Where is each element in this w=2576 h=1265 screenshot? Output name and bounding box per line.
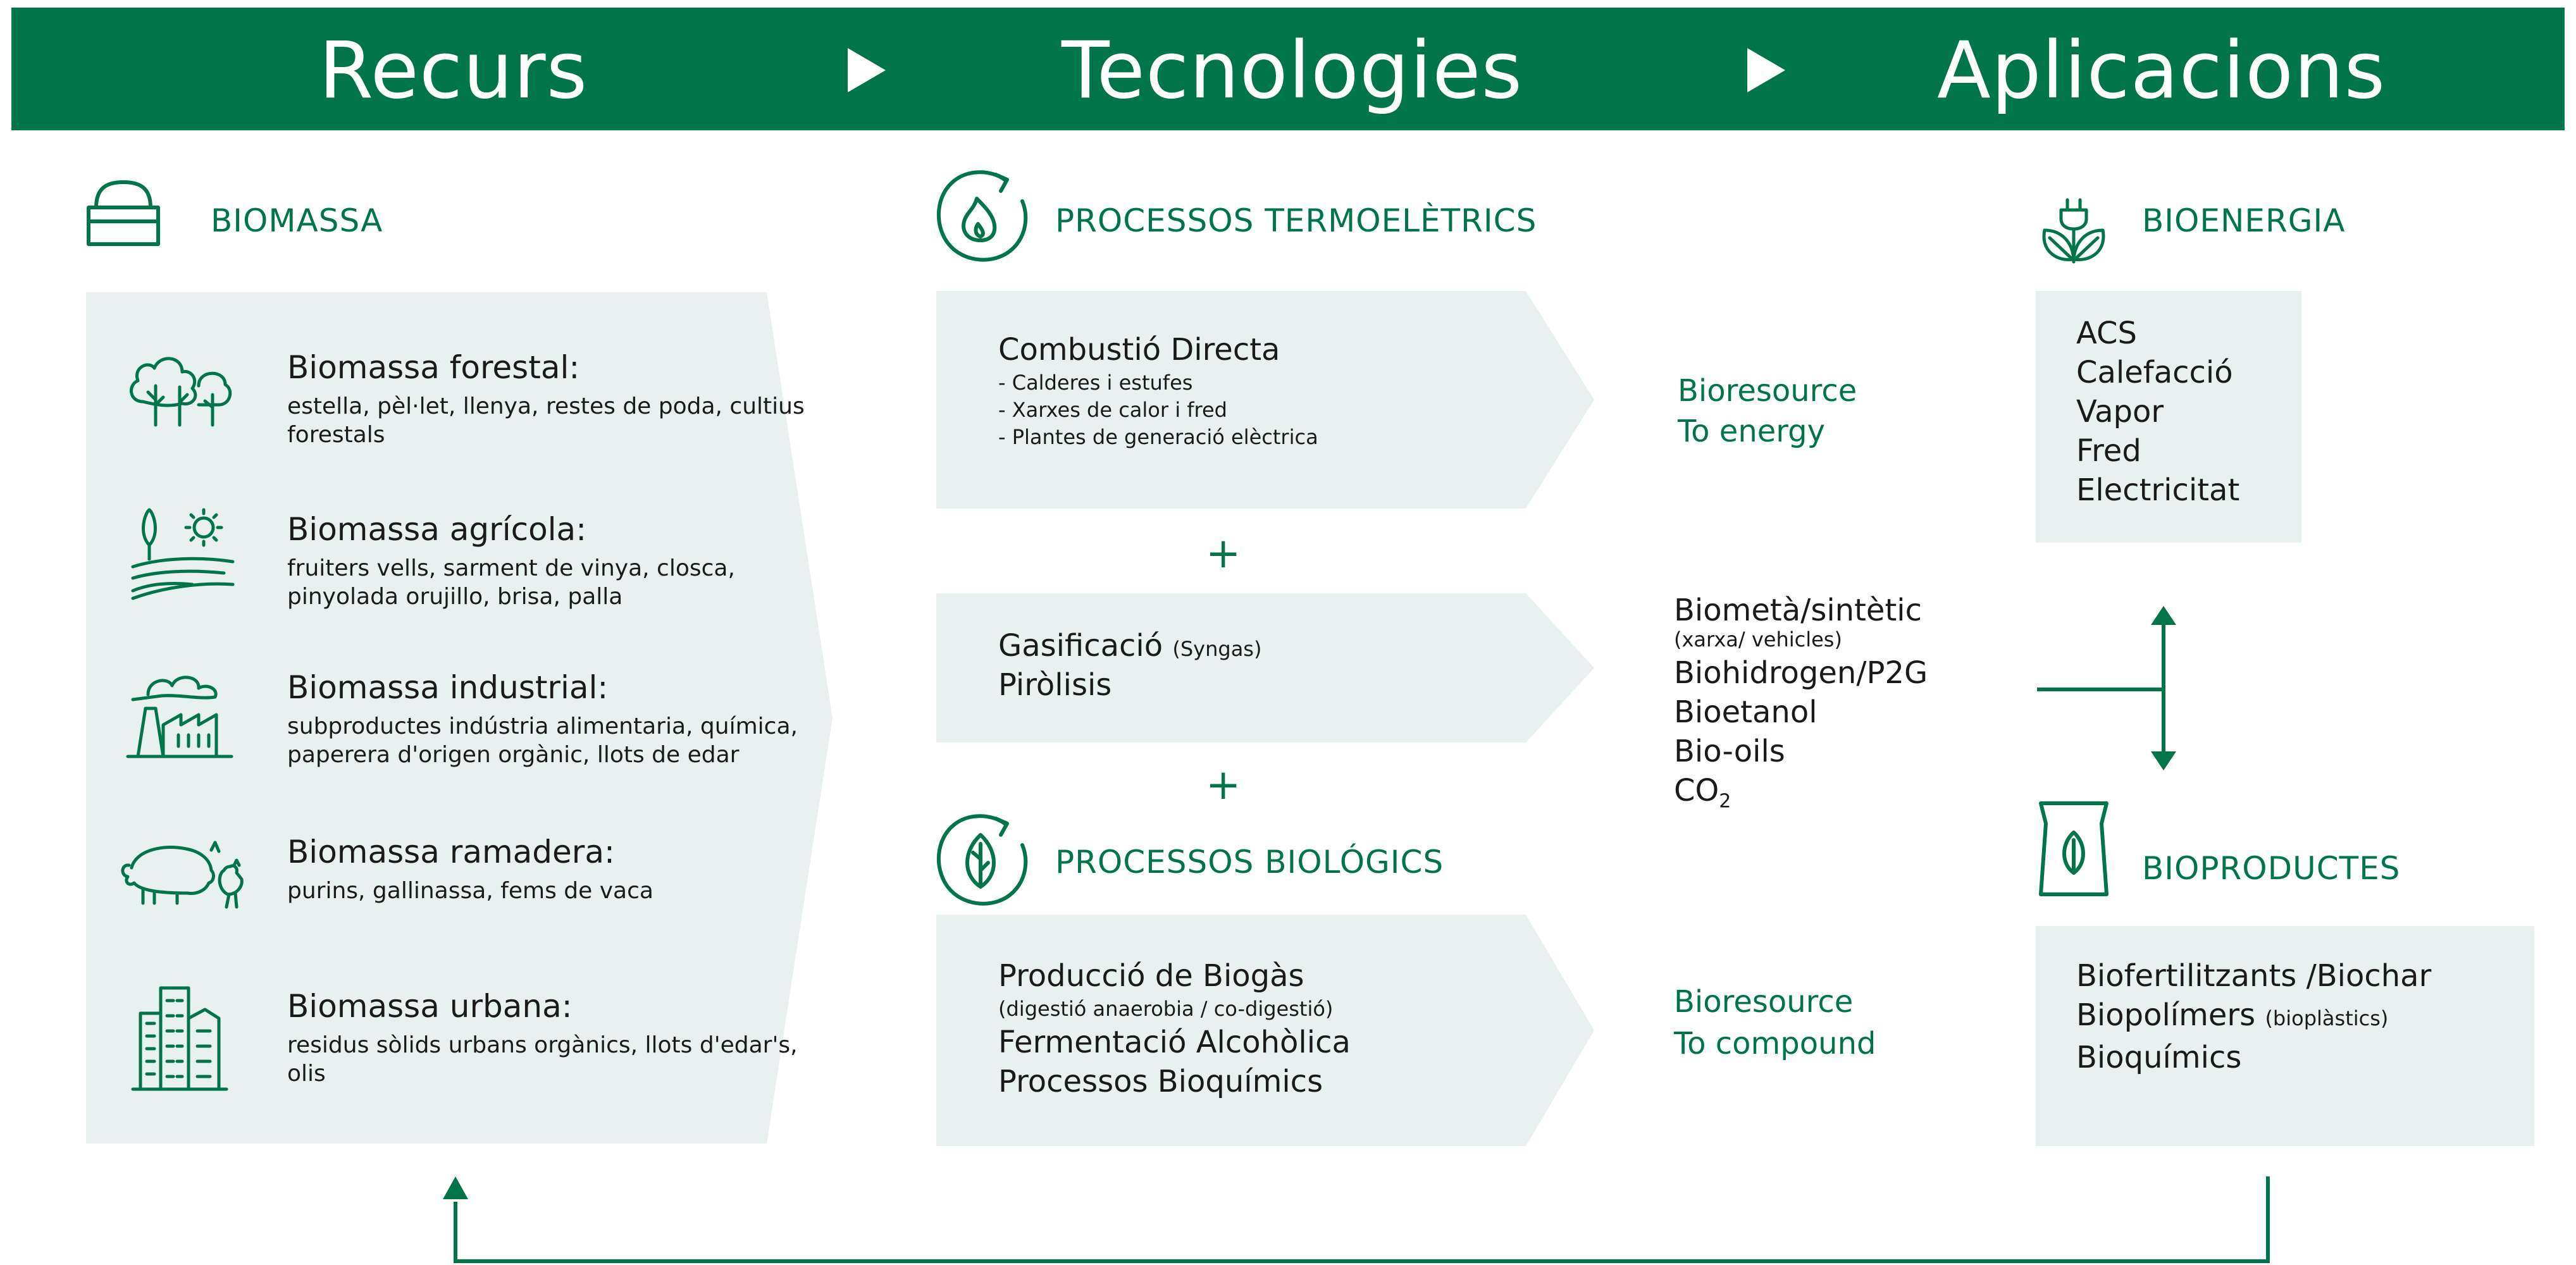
- bioproducts-item: Biopolímers (bioplàstics): [2076, 997, 2389, 1033]
- header-bar: Recurs Tecnologies Aplicacions: [11, 8, 2565, 130]
- output-gases: Biometà/sintètic (xarxa/ vehicles) Biohi…: [1674, 591, 1928, 822]
- bioproducts-list: Biofertilitzants /Biochar Biopolímers (b…: [2076, 956, 2431, 1077]
- bioenergy-item: Fred: [2076, 433, 2141, 469]
- bioenergy-list: ACS Calefacció Vapor Fred Electricitat: [2076, 314, 2239, 510]
- gasification-panel: [936, 593, 1594, 743]
- header-title-tecnologies: Tecnologies: [1062, 25, 1523, 116]
- forest-icon: [130, 357, 232, 427]
- output-biomethane: Biometà/sintètic: [1674, 593, 1922, 628]
- bioenergy-item: Electricitat: [2076, 472, 2240, 508]
- output-biohydrogen: Biohidrogen/P2G: [1674, 655, 1928, 691]
- gasification-title: Gasificació: [998, 628, 1163, 663]
- bioproducts-bag-icon: [2039, 801, 2108, 896]
- resource-item-title: Biomassa industrial:: [287, 669, 609, 706]
- section-label-biomassa: BIOMASSA: [211, 202, 383, 239]
- arrow-right-icon: [1747, 48, 1785, 92]
- biological-box: Producció de Biogàs (digestió anaerobia …: [998, 956, 1351, 1101]
- combustion-line: - Calderes i estufes: [998, 371, 1193, 395]
- resource-item-desc: estella, pèl·let, llenya, restes de poda…: [287, 393, 805, 448]
- resource-panel: [86, 292, 833, 1144]
- header-title-recurs: Recurs: [319, 25, 588, 116]
- biogas-note: (digestió anaerobia / co-digestió): [998, 997, 1334, 1021]
- bioproducts-note: (bioplàstics): [2265, 1006, 2389, 1030]
- header-title-aplicacions: Aplicacions: [1937, 25, 2386, 116]
- leaf-cycle-icon: [936, 814, 1028, 906]
- agriculture-icon: [131, 508, 235, 600]
- resource-item-title: Biomassa urbana:: [287, 988, 573, 1025]
- combustion-panel: [936, 291, 1594, 509]
- arrow-up-icon: [443, 1176, 468, 1199]
- section-label-thermo: PROCESSOS TERMOELÈTRICS: [1055, 202, 1537, 239]
- pyrolysis-title: Piròlisis: [998, 667, 1112, 703]
- output-bioethanol: Bioetanol: [1674, 694, 1817, 730]
- biochemical-title: Processos Bioquímics: [998, 1064, 1323, 1099]
- output-energy-line1: Bioresource: [1678, 373, 1857, 409]
- output-biomethane-note: (xarxa/ vehicles): [1674, 627, 1842, 651]
- bioenergy-item: Vapor: [2076, 394, 2164, 429]
- combustion-line: - Xarxes de calor i fred: [998, 398, 1227, 422]
- biomass-basket-icon: [87, 180, 160, 246]
- plus-sign: +: [1206, 529, 1241, 577]
- bioproducts-item: Biofertilitzants /Biochar: [2076, 958, 2432, 994]
- feedback-loop-arrow: [443, 1176, 2270, 1263]
- factory-icon: [126, 676, 233, 758]
- arrow-down-icon: [2151, 751, 2176, 770]
- combustion-line: - Plantes de generació elèctrica: [998, 425, 1318, 449]
- bioenergy-panel: [2036, 291, 2301, 543]
- bioenergy-plug-icon: [2042, 198, 2105, 264]
- combustion-box: Combustió Directa - Calderes i estufes -…: [998, 330, 1318, 451]
- connector-arrows: [2037, 606, 2176, 770]
- bioenergy-item: Calefacció: [2076, 355, 2233, 390]
- section-label-bioenergia: BIOENERGIA: [2142, 202, 2346, 239]
- output-compound-line1: Bioresource: [1674, 984, 1854, 1020]
- resource-item-desc: subproductes indústria alimentaria, quím…: [287, 713, 798, 768]
- bioenergy-item: ACS: [2076, 316, 2137, 351]
- resource-item-title: Biomassa agrícola:: [287, 511, 587, 548]
- gasification-box: Gasificació (Syngas) Piròlisis: [998, 626, 1261, 705]
- gasification-note: (Syngas): [1172, 637, 1262, 661]
- biogas-title: Producció de Biogàs: [998, 958, 1304, 994]
- plus-sign: +: [1206, 760, 1241, 809]
- output-co2: CO2: [1674, 773, 1731, 813]
- resource-item-desc: purins, gallinassa, fems de vaca: [287, 878, 653, 904]
- section-label-bioproductes: BIOPRODUCTES: [2142, 850, 2401, 887]
- arrow-right-icon: [848, 48, 886, 92]
- resource-item-desc: fruiters vells, sarment de vinya, closca…: [287, 555, 735, 610]
- resource-item-title: Biomassa forestal:: [287, 349, 580, 386]
- output-biooils: Bio-oils: [1674, 734, 1785, 769]
- combustion-title: Combustió Directa: [998, 332, 1280, 367]
- flame-cycle-icon: [936, 170, 1028, 262]
- fermentation-title: Fermentació Alcohòlica: [998, 1025, 1351, 1060]
- output-compound-line2: To compound: [1674, 1026, 1876, 1061]
- section-label-bio: PROCESSOS BIOLÓGICS: [1055, 844, 1444, 880]
- livestock-icon: [121, 841, 244, 909]
- resource-item-title: Biomassa ramadera:: [287, 834, 615, 870]
- bioproducts-panel: [2036, 926, 2534, 1146]
- urban-icon: [131, 986, 228, 1091]
- output-energy-line2: To energy: [1678, 414, 1826, 449]
- arrow-up-icon: [2151, 606, 2176, 625]
- biological-panel: [936, 915, 1594, 1146]
- resource-item-desc: residus sòlids urbans orgànics, llots d'…: [287, 1032, 798, 1087]
- bioproducts-item: Bioquímics: [2076, 1040, 2242, 1075]
